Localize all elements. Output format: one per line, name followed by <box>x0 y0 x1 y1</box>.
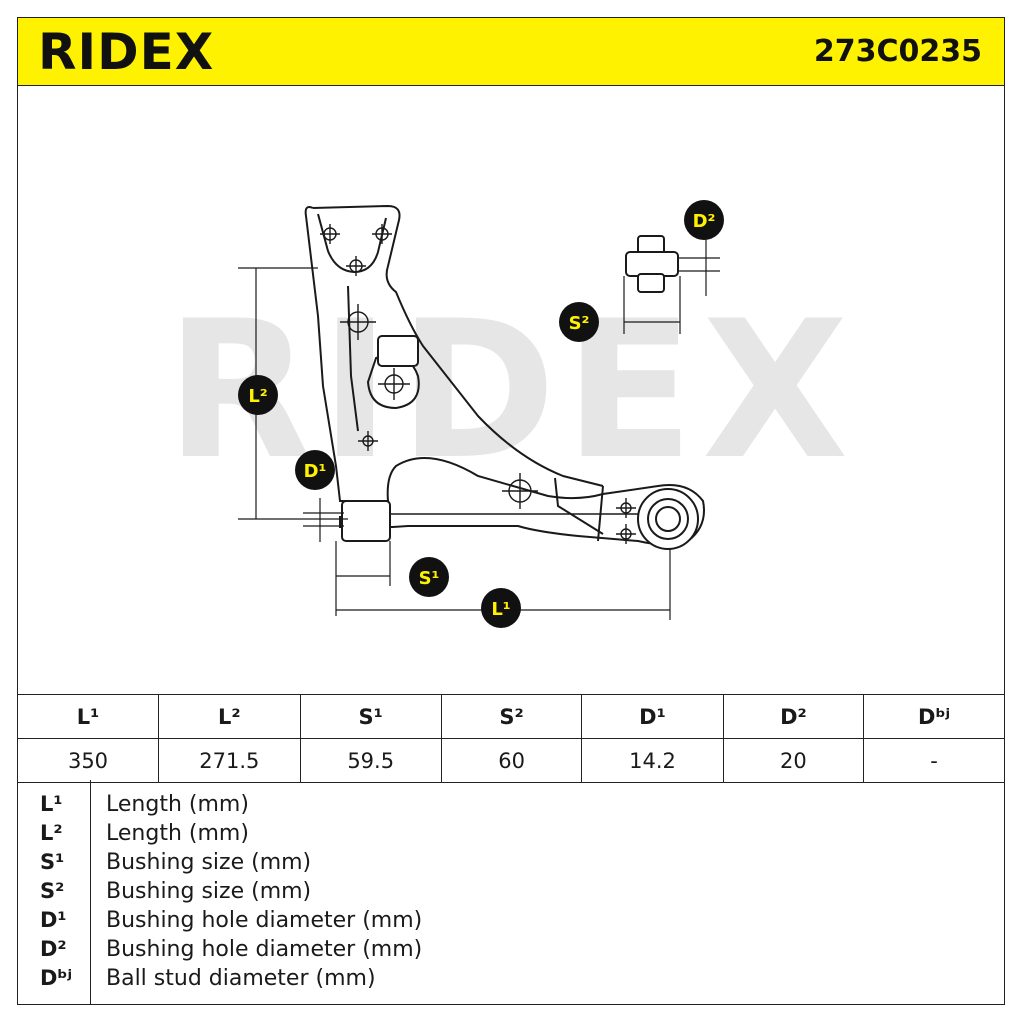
specs-header-cell: S² <box>440 694 583 739</box>
watermark-logo: RIDEX <box>166 280 857 501</box>
legend-item: L¹ Length (mm) <box>18 790 1004 819</box>
legend-code: L² <box>40 821 63 845</box>
legend-code: S² <box>40 879 65 903</box>
callout-S1: S¹ <box>419 568 440 589</box>
front-bushing <box>341 500 391 542</box>
control-arm-drawing: RIDEX <box>166 200 857 628</box>
legend-desc: Length (mm) <box>106 821 249 846</box>
detail-bushing <box>625 235 679 293</box>
legend-code: D¹ <box>40 908 67 932</box>
legend-desc: Bushing size (mm) <box>106 879 312 904</box>
legend-desc: Ball stud diameter (mm) <box>106 966 376 991</box>
rear-bushing <box>377 335 419 367</box>
bushings <box>341 335 699 550</box>
specs-value-cell: 271.5 <box>158 738 301 783</box>
callout-L1: L¹ <box>491 599 510 620</box>
legend-desc: Bushing hole diameter (mm) <box>106 908 423 933</box>
legend-item: L² Length (mm) <box>18 819 1004 848</box>
bolt-holes <box>320 224 636 544</box>
legend-divider <box>90 780 91 1004</box>
specs-value-cell: - <box>863 738 1004 783</box>
callout-D2: D² <box>693 211 716 232</box>
callout-L2: L² <box>248 386 267 407</box>
brand-logo: RIDEX <box>38 23 215 81</box>
specs-header-cell: L² <box>158 694 301 739</box>
legend-desc: Bushing size (mm) <box>106 850 312 875</box>
legend-code: S¹ <box>40 850 65 874</box>
legend-item: D¹ Bushing hole diameter (mm) <box>18 906 1004 935</box>
legend-item: D² Bushing hole diameter (mm) <box>18 935 1004 964</box>
legend-code: L¹ <box>40 792 63 816</box>
specs-header-row: L¹ L² S¹ S² D¹ D² Dᵇʲ <box>18 694 1004 739</box>
legend-code: D² <box>40 937 67 961</box>
callout-S2: S² <box>569 313 590 334</box>
specs-table: L¹ L² S¹ S² D¹ D² Dᵇʲ 350 271.5 59.5 60 … <box>18 694 1004 783</box>
specs-header-cell: D² <box>722 694 865 739</box>
specs-value-row: 350 271.5 59.5 60 14.2 20 - <box>18 738 1004 783</box>
legend-item: Dᵇʲ Ball stud diameter (mm) <box>18 964 1004 993</box>
specs-value-cell: 59.5 <box>299 738 442 783</box>
legend-desc: Length (mm) <box>106 792 249 817</box>
technical-drawing: RIDEX <box>18 86 1004 694</box>
datasheet-frame: RIDEX 273C0235 RIDEX <box>17 17 1005 1005</box>
callout-D1: D¹ <box>304 461 327 482</box>
part-number: 273C0235 <box>813 34 982 69</box>
specs-header-cell: Dᵇʲ <box>863 694 1004 739</box>
specs-header-cell: S¹ <box>299 694 442 739</box>
header-bar: RIDEX 273C0235 <box>18 18 1004 86</box>
legend-desc: Bushing hole diameter (mm) <box>106 937 423 962</box>
ball-joint-core <box>655 506 681 532</box>
specs-value-cell: 20 <box>722 738 865 783</box>
dimension-callouts: L² D¹ S¹ L¹ S² D² <box>238 200 724 628</box>
legend-code: Dᵇʲ <box>40 966 73 990</box>
legend-item: S¹ Bushing size (mm) <box>18 848 1004 877</box>
specs-value-cell: 350 <box>18 738 159 783</box>
legend: L¹ Length (mm) L² Length (mm) S¹ Bushing… <box>18 780 1004 1004</box>
specs-value-cell: 60 <box>440 738 583 783</box>
specs-value-cell: 14.2 <box>581 738 724 783</box>
specs-header-cell: L¹ <box>18 694 159 739</box>
specs-header-cell: D¹ <box>581 694 724 739</box>
legend-item: S² Bushing size (mm) <box>18 877 1004 906</box>
